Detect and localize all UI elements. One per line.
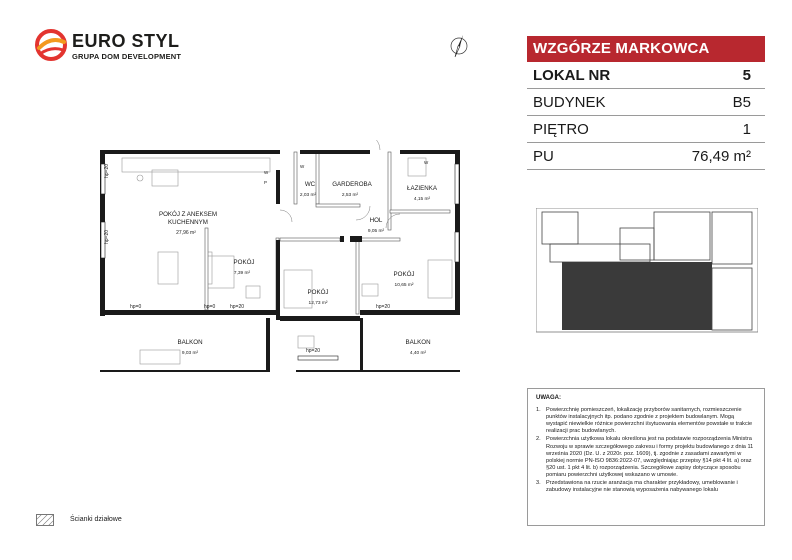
lokal-label: LOKAL NR (533, 67, 611, 84)
budynek-row: BUDYNEK B5 (527, 89, 765, 116)
notes-title: UWAGA: (536, 395, 561, 401)
brand-subtitle: GRUPA DOM DEVELOPMENT (72, 52, 182, 61)
height-bottom-2: hp=0 (204, 304, 215, 310)
pietro-value: 1 (742, 121, 751, 138)
doors (279, 140, 401, 229)
note-number: 3. (536, 480, 541, 487)
note-item: 1. Powierzchnię pomieszczeń, lokalizację… (536, 407, 756, 435)
height-markers: hp=20 hp=20 hp=0 hp=0 hp=20 hp=20 hp=20 (104, 164, 390, 354)
partition-wall-swatch-icon (36, 514, 54, 526)
note-item: 2. Powierzchnia użytkowa lokalu określon… (536, 436, 756, 479)
pu-value: 76,49 m² (691, 148, 751, 165)
unit-info-panel: WZGÓRZE MARKOWCA LOKAL NR 5 BUDYNEK B5 P… (527, 36, 765, 170)
room-living-name-2: KUCHENNYM (168, 219, 208, 226)
budynek-value: B5 (732, 94, 751, 111)
room-living-name-1: POKÓJ Z ANEKSEM (159, 211, 217, 218)
fixture-marks: W P W W (264, 160, 429, 185)
room-living-area: 27,96 m² (176, 230, 196, 236)
furniture (121, 157, 453, 365)
project-name: WZGÓRZE MARKOWCA (527, 36, 765, 62)
note-text: Powierzchnia użytkowa lokalu określona j… (546, 436, 754, 478)
room-wc-name: WC (305, 181, 316, 188)
room-pokoj-right-area: 10,65 m² (395, 282, 414, 288)
height-bottom-3: hp=20 (230, 304, 244, 310)
brand-name: EURO STYL (72, 31, 180, 51)
room-garderoba-area: 2,53 m² (342, 192, 359, 198)
balkon-left-name: BALKON (177, 339, 202, 346)
pietro-row: PIĘTRO 1 (527, 116, 765, 143)
lokal-row: LOKAL NR 5 (527, 62, 765, 89)
room-pokoj-right-name: POKÓJ (394, 271, 415, 278)
building-key-plan (536, 208, 758, 333)
balkon-right-name: BALKON (405, 339, 430, 346)
room-pokoj-mid-name: POKÓJ (308, 289, 329, 296)
room-pokoj-small-area: 7,39 m² (234, 270, 251, 276)
room-garderoba-name: GARDEROBA (332, 181, 372, 188)
balkon-right-area: 4,40 m² (410, 350, 427, 356)
height-bottom-1: hp=0 (130, 304, 141, 310)
note-text: Powierzchnię pomieszczeń, lokalizację pr… (546, 407, 753, 435)
height-left-top: hp=20 (104, 164, 110, 178)
room-hol-name: HOL (370, 217, 383, 224)
note-item: 3. Przedstawiona na rzucie aranżacja ma … (536, 480, 756, 494)
floor-plan: POKÓJ Z ANEKSEM KUCHENNYM 27,96 m² WC 2,… (100, 140, 460, 372)
brand-logo: EURO STYL GRUPA DOM DEVELOPMENT (34, 28, 184, 68)
legend-label: Ścianki działowe (70, 516, 122, 523)
pu-row: PU 76,49 m² (527, 143, 765, 170)
note-number: 2. (536, 436, 541, 443)
room-lazienka-area: 4,15 m² (414, 196, 431, 202)
room-pokoj-mid-area: 12,73 m² (309, 300, 328, 306)
pietro-label: PIĘTRO (533, 121, 589, 138)
mark-w-3: W (424, 160, 429, 165)
room-labels: POKÓJ Z ANEKSEM KUCHENNYM 27,96 m² WC 2,… (159, 181, 438, 356)
windows (100, 163, 460, 361)
room-pokoj-small-name: POKÓJ (234, 259, 255, 266)
current-unit-highlight (562, 262, 712, 330)
note-number: 1. (536, 407, 541, 414)
lokal-value: 5 (742, 67, 751, 84)
mark-w-1: W (264, 170, 269, 175)
euro-styl-logo-icon (35, 29, 67, 61)
height-left-mid: hp=20 (104, 230, 110, 244)
budynek-label: BUDYNEK (533, 94, 606, 111)
mark-p: P (264, 180, 267, 185)
notes-box: UWAGA: 1. Powierzchnię pomieszczeń, loka… (527, 388, 765, 526)
room-lazienka-name: ŁAZIENKA (407, 185, 438, 192)
note-text: Przedstawiona na rzucie aranżacja ma cha… (546, 480, 738, 494)
balkon-left-area: 9,03 m² (182, 350, 199, 356)
height-bottom-5: hp=20 (376, 304, 390, 310)
mark-w-2: W (300, 164, 305, 169)
room-hol-area: 9,05 m² (368, 228, 385, 234)
room-wc-area: 2,03 m² (300, 192, 317, 198)
height-bottom-4: hp=20 (306, 348, 320, 354)
pu-label: PU (533, 148, 554, 165)
north-arrow-icon (450, 35, 468, 58)
